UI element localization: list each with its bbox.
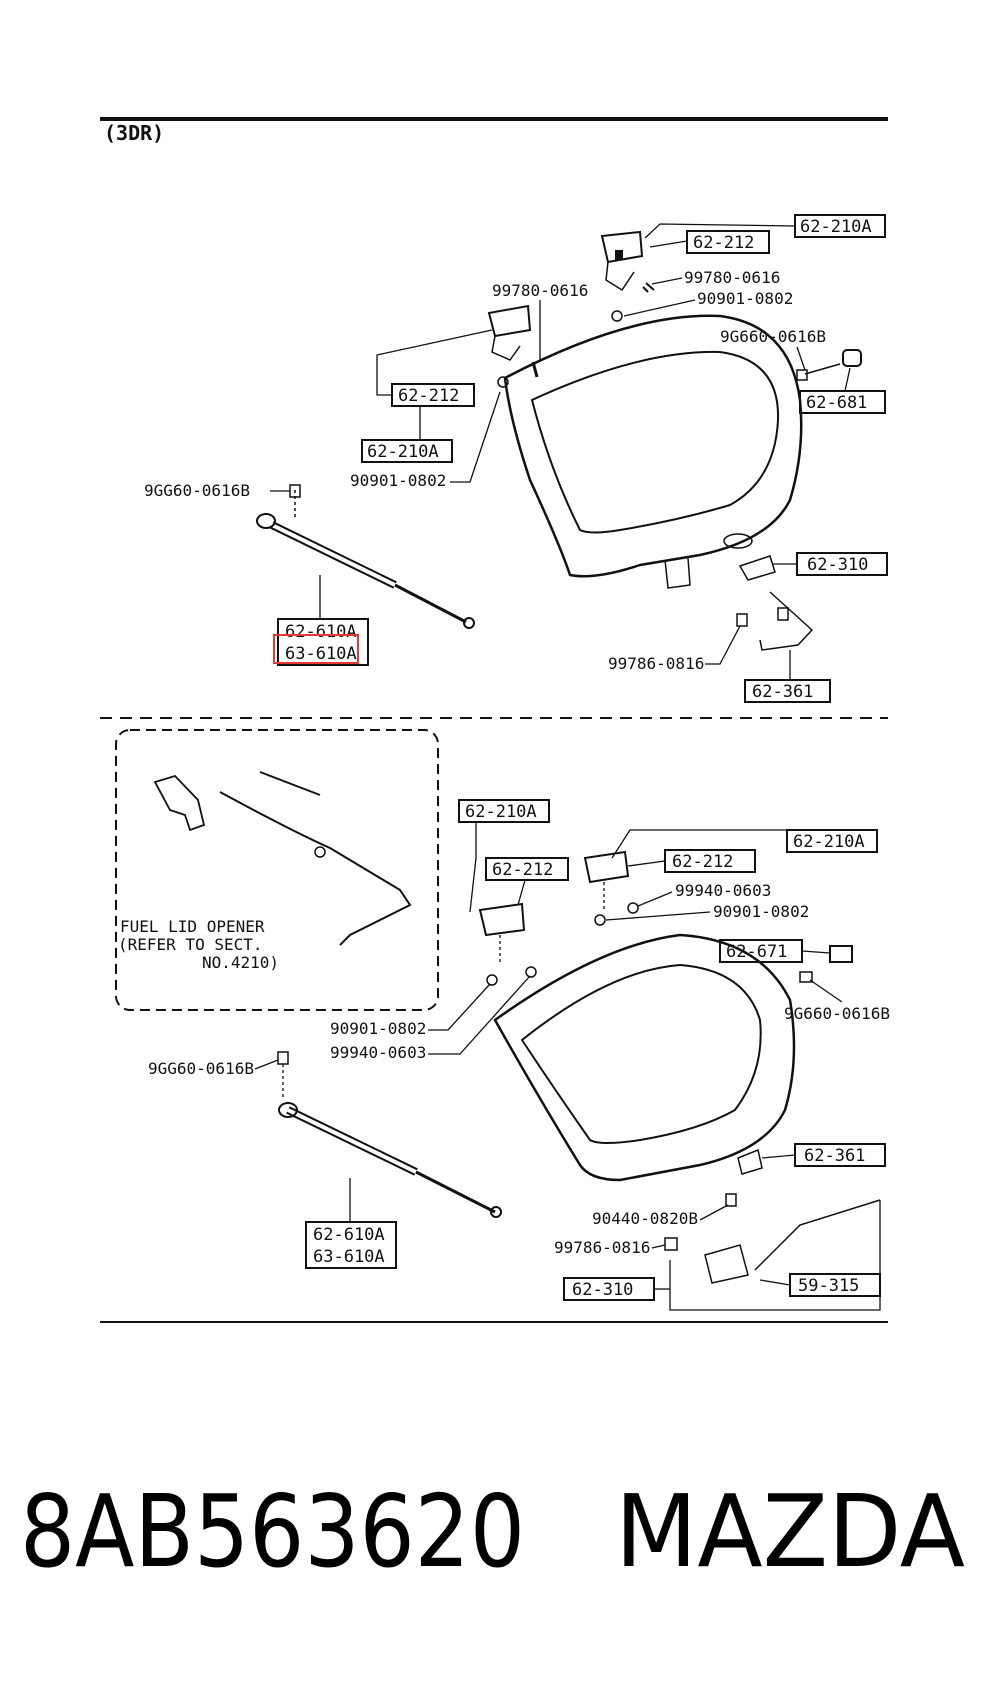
label-hinge-r: 62-212: [693, 233, 754, 253]
label-hinge-l-group-lower: 62-210A: [465, 802, 537, 822]
liftgate-3dr-lower: FUEL LID OPENER (REFER TO SECT. NO.4210): [115, 729, 890, 1311]
liftgate-panel-lower: [493, 933, 796, 1182]
label-stay-b-lower: 63-610A: [313, 1247, 385, 1267]
fuel-lid-line2: (REFER TO SECT.: [118, 935, 263, 954]
label-bolt-l-lower: 99940-0603: [330, 1043, 426, 1062]
label-screw-stay: 9GG60-0616B: [144, 481, 250, 500]
label-hinge-r-group: 62-210A: [800, 217, 872, 237]
fuel-lid-lever: [153, 774, 206, 832]
label-hinge-l-group: 62-210A: [367, 442, 439, 462]
label-bumper: 62-681: [806, 393, 867, 413]
label-stay-a-lower: 62-610A: [313, 1225, 385, 1245]
label-striker: 62-310: [807, 555, 868, 575]
label-box-stay: [277, 618, 369, 666]
label-latch-bolt-lower: 90440-0820B: [592, 1209, 698, 1228]
highlight-box: [273, 634, 359, 664]
hinge-left-lower: [478, 902, 537, 986]
label-box-hinge-r: [686, 230, 770, 254]
section-title: (3DR): [104, 121, 164, 145]
label-latch: 62-361: [752, 682, 813, 702]
label-hinge-l-lower: 62-212: [492, 860, 553, 880]
label-striker-lower: 62-310: [572, 1280, 633, 1300]
label-rod-lower: 59-315: [798, 1276, 859, 1296]
label-bolt-r: 99780-0616: [684, 268, 780, 287]
label-screw-stopper-lower: 9G660-0616B: [784, 1004, 890, 1023]
fuel-lid-line1: FUEL LID OPENER: [120, 917, 265, 936]
hinge-left: [487, 304, 539, 388]
hinge-right-lower: [583, 850, 639, 926]
liftgate-3dr-upper: 62-210A 62-212 99780-0616 90901-0802 997…: [144, 214, 888, 703]
label-box-latch: [744, 679, 831, 703]
label-bolt-r-lower: 99940-0603: [675, 881, 771, 900]
striker-upper: [736, 555, 814, 651]
label-nut-r-lower: 90901-0802: [713, 902, 809, 921]
label-box-hinge-l-group: [361, 439, 453, 463]
part-number: 8AB563620: [20, 1473, 525, 1590]
liftgate-emblem: [723, 533, 753, 549]
liftgate-panel: [503, 314, 803, 578]
label-hinge-r-group-lower: 62-210A: [793, 832, 865, 852]
liftgate-glass-lower: [520, 963, 762, 1144]
label-stay-b: 63-610A: [285, 644, 357, 664]
hinge-right: [600, 230, 655, 322]
label-striker-bolt-lower: 99786-0816: [554, 1238, 650, 1257]
label-box-bumper: [799, 390, 886, 414]
label-bolt-l: 99780-0616: [492, 281, 588, 300]
label-hinge-r-lower: 62-212: [672, 852, 733, 872]
latch-lower: [664, 1148, 881, 1284]
label-nut-l: 90901-0802: [350, 471, 446, 490]
stopper-lower: [799, 945, 853, 983]
label-box-hinge-l-group-lower: [458, 799, 550, 823]
label-stopper-lower: 62-671: [726, 942, 787, 962]
label-latch-lower: 62-361: [804, 1146, 865, 1166]
label-hinge-l: 62-212: [398, 386, 459, 406]
brand-name: MAZDA: [615, 1473, 965, 1590]
label-screw-bumper: 9G660-0616B: [720, 327, 826, 346]
label-latch-bolt: 99786-0816: [608, 654, 704, 673]
label-box-hinge-l-lower: [485, 857, 569, 881]
liftgate-lower-panel: [664, 557, 691, 589]
bumper-stopper: [796, 349, 862, 381]
label-nut-r: 90901-0802: [697, 289, 793, 308]
fuel-lid-inset: [115, 729, 439, 1011]
fuel-lid-line3: NO.4210): [202, 953, 279, 972]
liftgate-glass: [530, 350, 780, 534]
gas-stay-lower: [277, 1051, 502, 1218]
label-box-stay-lower: [305, 1221, 397, 1269]
label-box-hinge-r-group-lower: [786, 829, 878, 853]
fuel-lid-cable: [219, 791, 412, 946]
label-screw-stay-lower: 9GG60-0616B: [148, 1059, 254, 1078]
label-stay-a: 62-610A: [285, 622, 357, 642]
gas-stay-upper: [256, 484, 475, 629]
label-nut-l-lower: 90901-0802: [330, 1019, 426, 1038]
